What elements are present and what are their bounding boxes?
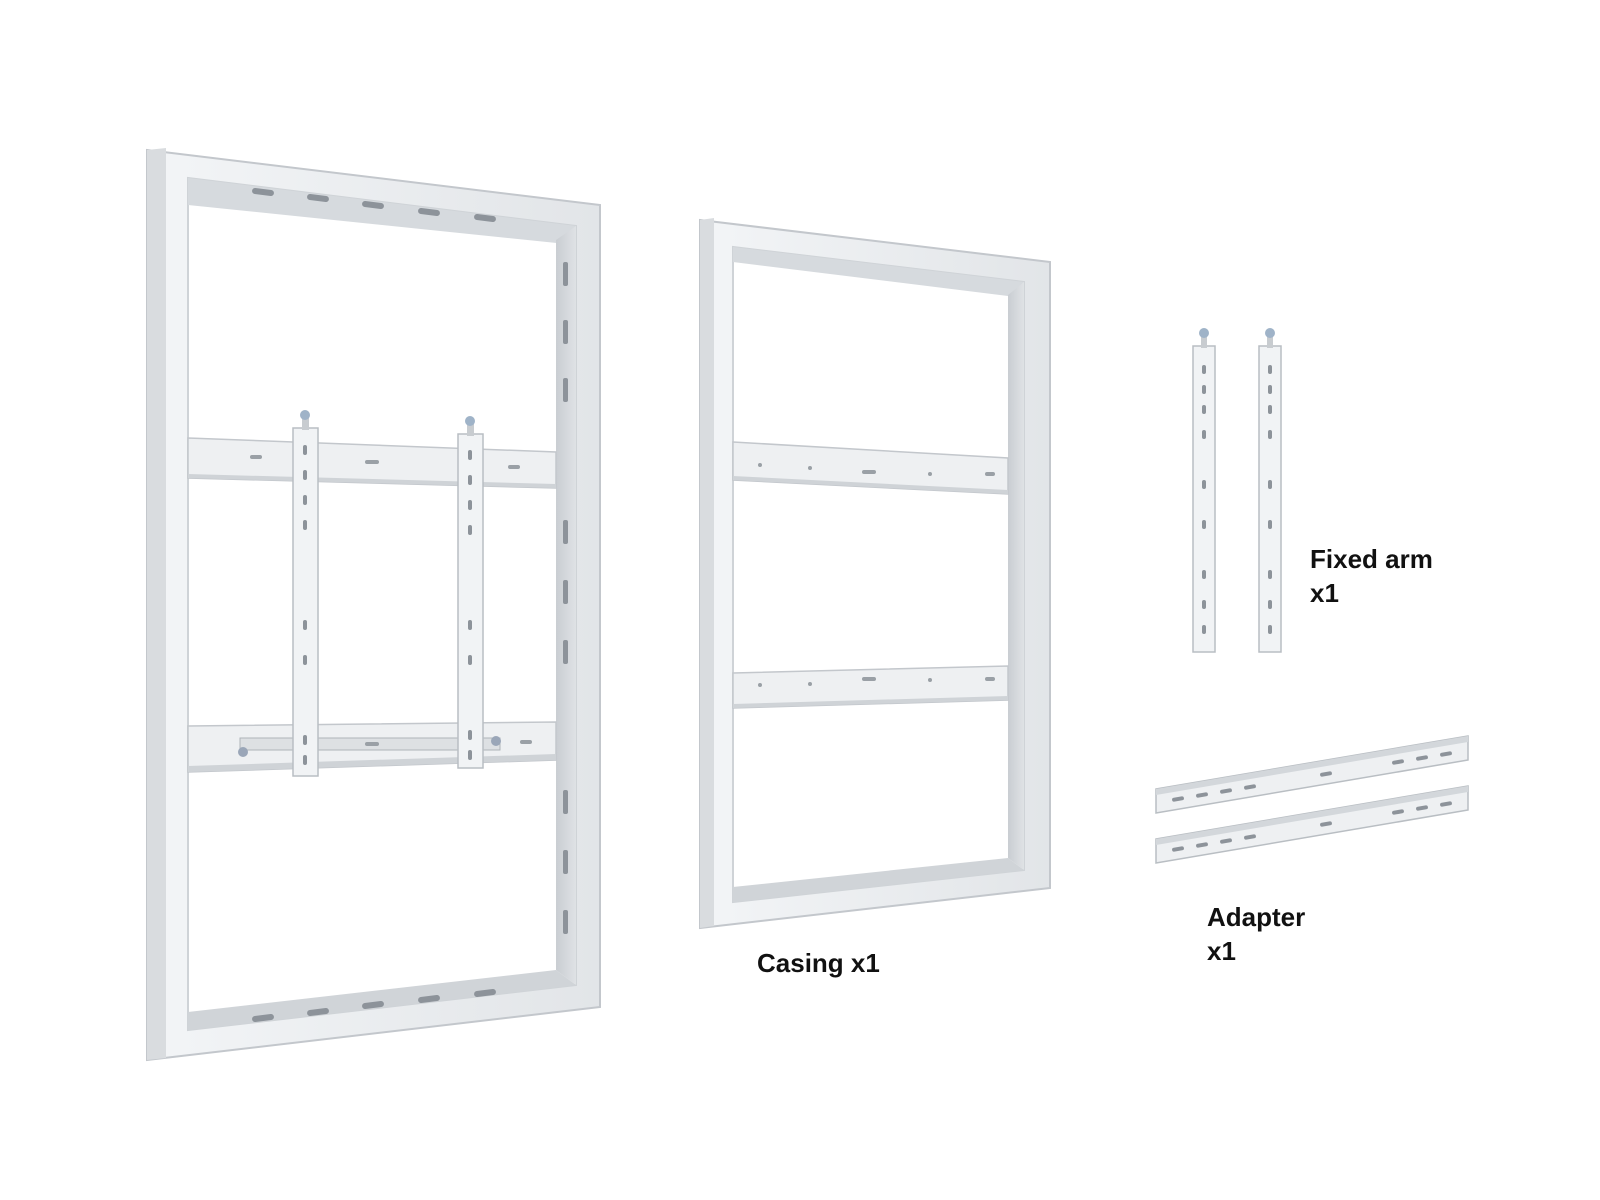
assembled-frame-left-arm [292, 410, 319, 777]
assembled-frame-opening [187, 176, 577, 1032]
fixed-arm-label-name: Fixed arm [1310, 544, 1433, 574]
casing-frame-opening [732, 245, 1025, 904]
assembled-frame-right-arm [457, 416, 484, 769]
casing-frame-left-edge [700, 218, 714, 928]
assembled-frame-side-slots [563, 262, 568, 934]
adapter-bar-2 [1155, 785, 1469, 864]
assembled-frame-top-slots [252, 188, 496, 222]
adapter-bar-1 [1155, 735, 1469, 814]
casing-frame-right-wall [1008, 282, 1024, 870]
assembled-frame-top-wall [188, 178, 576, 245]
assembled-frame [146, 148, 601, 1062]
casing-label: Casing x1 [757, 946, 880, 980]
fixed-arms [1192, 328, 1282, 653]
fixed-arm-label: Fixed arm x1 [1310, 542, 1433, 610]
assembled-frame-bottom-wall [188, 970, 576, 1030]
fixed-arm-label-qty: x1 [1310, 578, 1339, 608]
assembled-frame-bottom-slots [252, 989, 496, 1022]
fixed-arm-2 [1258, 328, 1282, 653]
adapters [1155, 735, 1469, 864]
assembled-frame-right-wall [556, 226, 576, 985]
casing-frame-top-wall [733, 247, 1024, 298]
adapter-label: Adapter x1 [1207, 900, 1305, 968]
casing-frame [699, 218, 1051, 930]
assembled-frame-left-edge [147, 148, 166, 1060]
casing-frame-bottom-wall [733, 858, 1024, 902]
adapter-label-name: Adapter [1207, 902, 1306, 932]
fixed-arm-1 [1192, 328, 1216, 653]
adapter-label-qty: x1 [1207, 936, 1236, 966]
casing-label-text: Casing x1 [757, 948, 880, 978]
